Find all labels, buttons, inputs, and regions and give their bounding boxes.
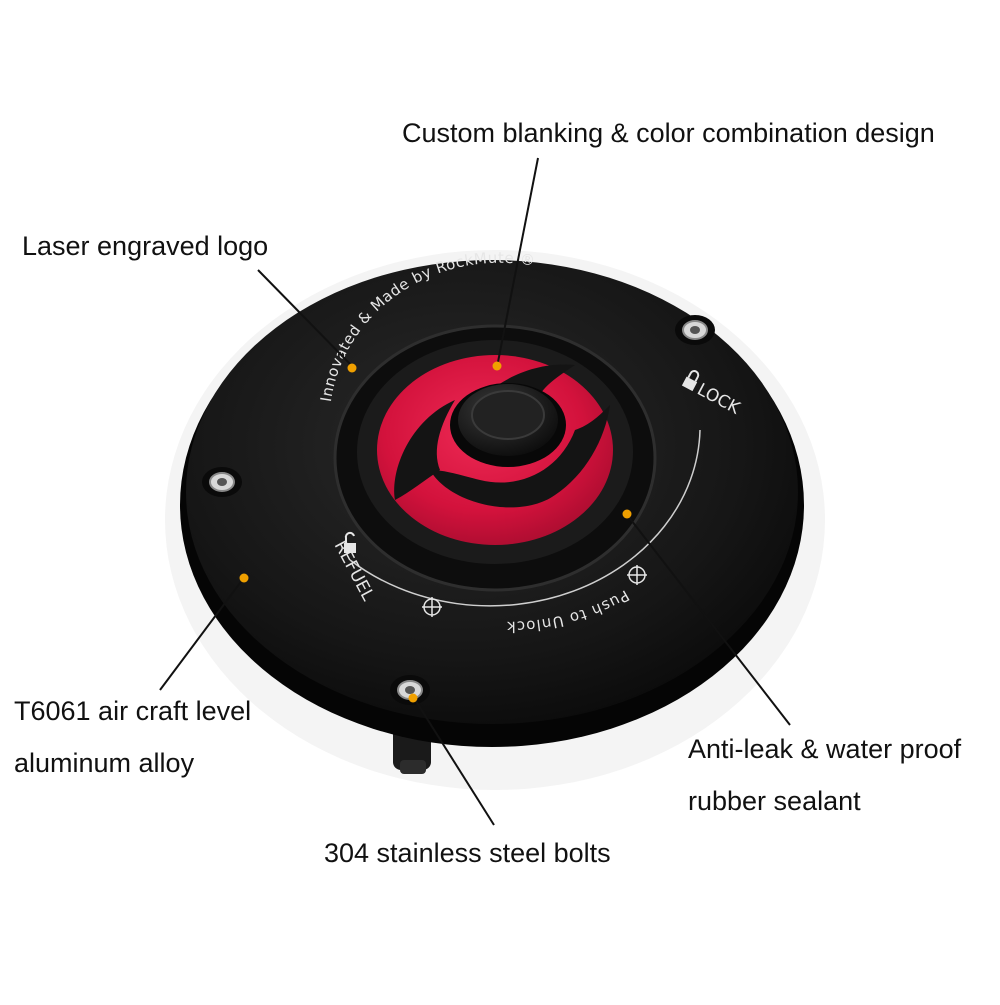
callout-alloy-line1: T6061 air craft level <box>14 696 252 726</box>
leader-laser <box>257 269 353 367</box>
leader-bolts <box>413 697 495 826</box>
engraved-arc-line <box>349 429 701 607</box>
bolt-top-right <box>675 315 715 345</box>
dot-sealant <box>622 509 632 519</box>
callout-sealant-line2: rubber sealant <box>688 786 861 816</box>
leader-custom <box>497 157 539 363</box>
blanking-arm-left <box>394 400 455 500</box>
callout-bolts: 304 stainless steel bolts <box>324 838 611 868</box>
callout-laser-logo: Laser engraved logo <box>22 231 269 261</box>
leader-alloy <box>159 578 244 691</box>
bolt-left <box>202 467 242 497</box>
leader-lines <box>159 157 791 826</box>
target-icon-left <box>422 597 442 617</box>
dot-custom <box>492 361 502 371</box>
dot-bolts <box>408 693 418 703</box>
center-hub-top <box>471 390 545 440</box>
callout-custom-design: Custom blanking & color combination desi… <box>402 118 935 148</box>
unlock-icon <box>344 531 356 553</box>
dot-laser <box>347 363 357 373</box>
callout-alloy-line2: aluminum alloy <box>14 748 195 778</box>
leader-sealant <box>627 515 791 726</box>
bolt-bottom <box>390 675 430 705</box>
target-icon-right <box>627 565 647 585</box>
blanking-arm-bottom <box>430 405 610 508</box>
dot-alloy <box>239 573 249 583</box>
callout-sealant-line1: Anti-leak & water proof <box>688 734 962 764</box>
blanking-arm-top <box>455 364 575 440</box>
marker-dots <box>239 361 632 703</box>
